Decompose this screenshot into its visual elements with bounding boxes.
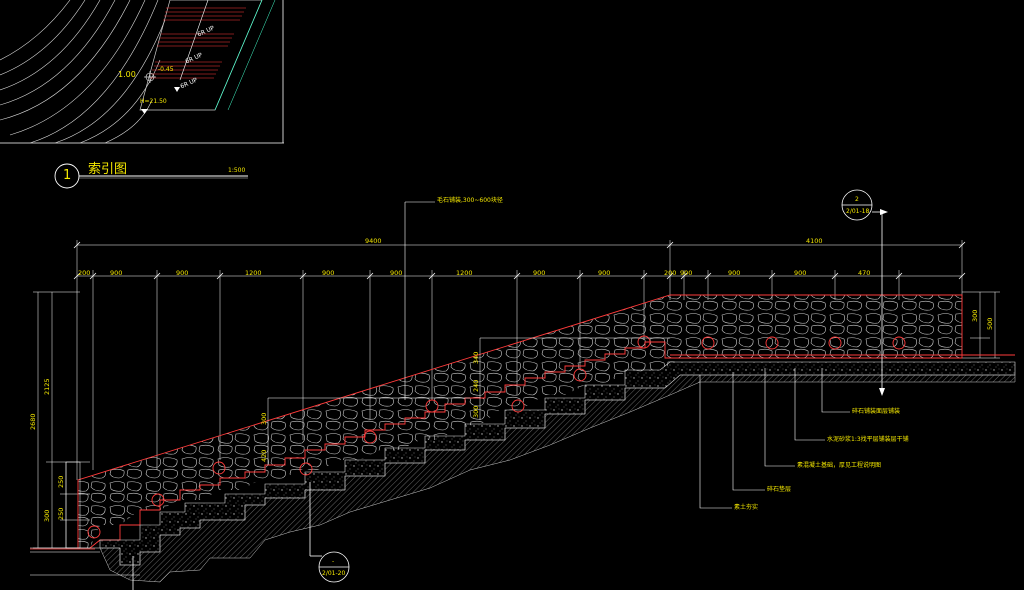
- ref-top-number: 2: [855, 196, 859, 203]
- section-body: [30, 189, 1016, 590]
- dim-row-value: 900: [533, 269, 546, 277]
- index-title-text: 索引图: [88, 162, 128, 177]
- callout-top-label: 毛石铺装,300~600块径: [437, 197, 503, 204]
- ref-bot-sheet: 2/01-20: [322, 570, 346, 577]
- index-title-scale: 1:500: [228, 167, 246, 174]
- annotation-5: 素土夯实: [734, 504, 759, 511]
- dim-right-b-v: 500: [986, 317, 994, 330]
- dim-right-total: 4100: [806, 237, 823, 245]
- plan-view: [0, 0, 284, 144]
- dim-left-total-v: 2680: [29, 413, 37, 430]
- dim-left-a-v: 250: [57, 475, 65, 488]
- dim-row-value: 1200: [245, 269, 262, 277]
- dim-row-value: 900: [728, 269, 741, 277]
- dim-right-a-v: 300: [971, 309, 979, 322]
- ref-top-sheet: 2/01-18: [846, 208, 870, 215]
- plan-elev-top: 1.00: [118, 70, 136, 79]
- dim-row-value: 900: [680, 269, 693, 277]
- annotation-4: 碎石垫层: [767, 486, 792, 493]
- dim-left-c-v: 250: [57, 507, 65, 520]
- index-title-number: 1: [63, 168, 72, 183]
- dim-row-value: 900: [794, 269, 807, 277]
- dim-mid-a-v: 300: [260, 412, 268, 425]
- dim-row-value: 900: [322, 269, 335, 277]
- dim-mid-c-v: 340: [472, 351, 480, 364]
- index-title-graphics: [54, 163, 248, 189]
- annotation-3: 素混凝土基础，厚见工程说明图: [797, 462, 882, 469]
- dim-row-value: 900: [176, 269, 189, 277]
- dim-row-value: 470: [858, 269, 871, 277]
- dim-row-value: 900: [110, 269, 123, 277]
- dim-mid-d-v: 240: [472, 379, 480, 392]
- plan-elev-bot: H=21.50: [140, 98, 167, 105]
- dim-left-total: 9400: [365, 237, 382, 245]
- dim-row-value: 900: [390, 269, 403, 277]
- dim-left-b-v: 300: [43, 509, 51, 522]
- dim-mid-b-v: 420: [260, 449, 268, 462]
- annotation-2: 水泥砂浆1:3找平层铺装层干铺: [827, 436, 909, 443]
- dim-row-value: 900: [598, 269, 611, 277]
- ref-bot-number: -: [332, 558, 335, 565]
- plan-elev-mid: -0.45: [158, 66, 174, 73]
- dim-mid-e-v: 300: [472, 405, 480, 418]
- annotation-1: 碎石铺装面层铺装: [852, 408, 901, 415]
- dim-left-upper-v: 2125: [43, 378, 51, 395]
- dim-row-value: 1200: [456, 269, 473, 277]
- dim-row-value: 200: [78, 269, 91, 277]
- dim-row-value: 200: [664, 269, 677, 277]
